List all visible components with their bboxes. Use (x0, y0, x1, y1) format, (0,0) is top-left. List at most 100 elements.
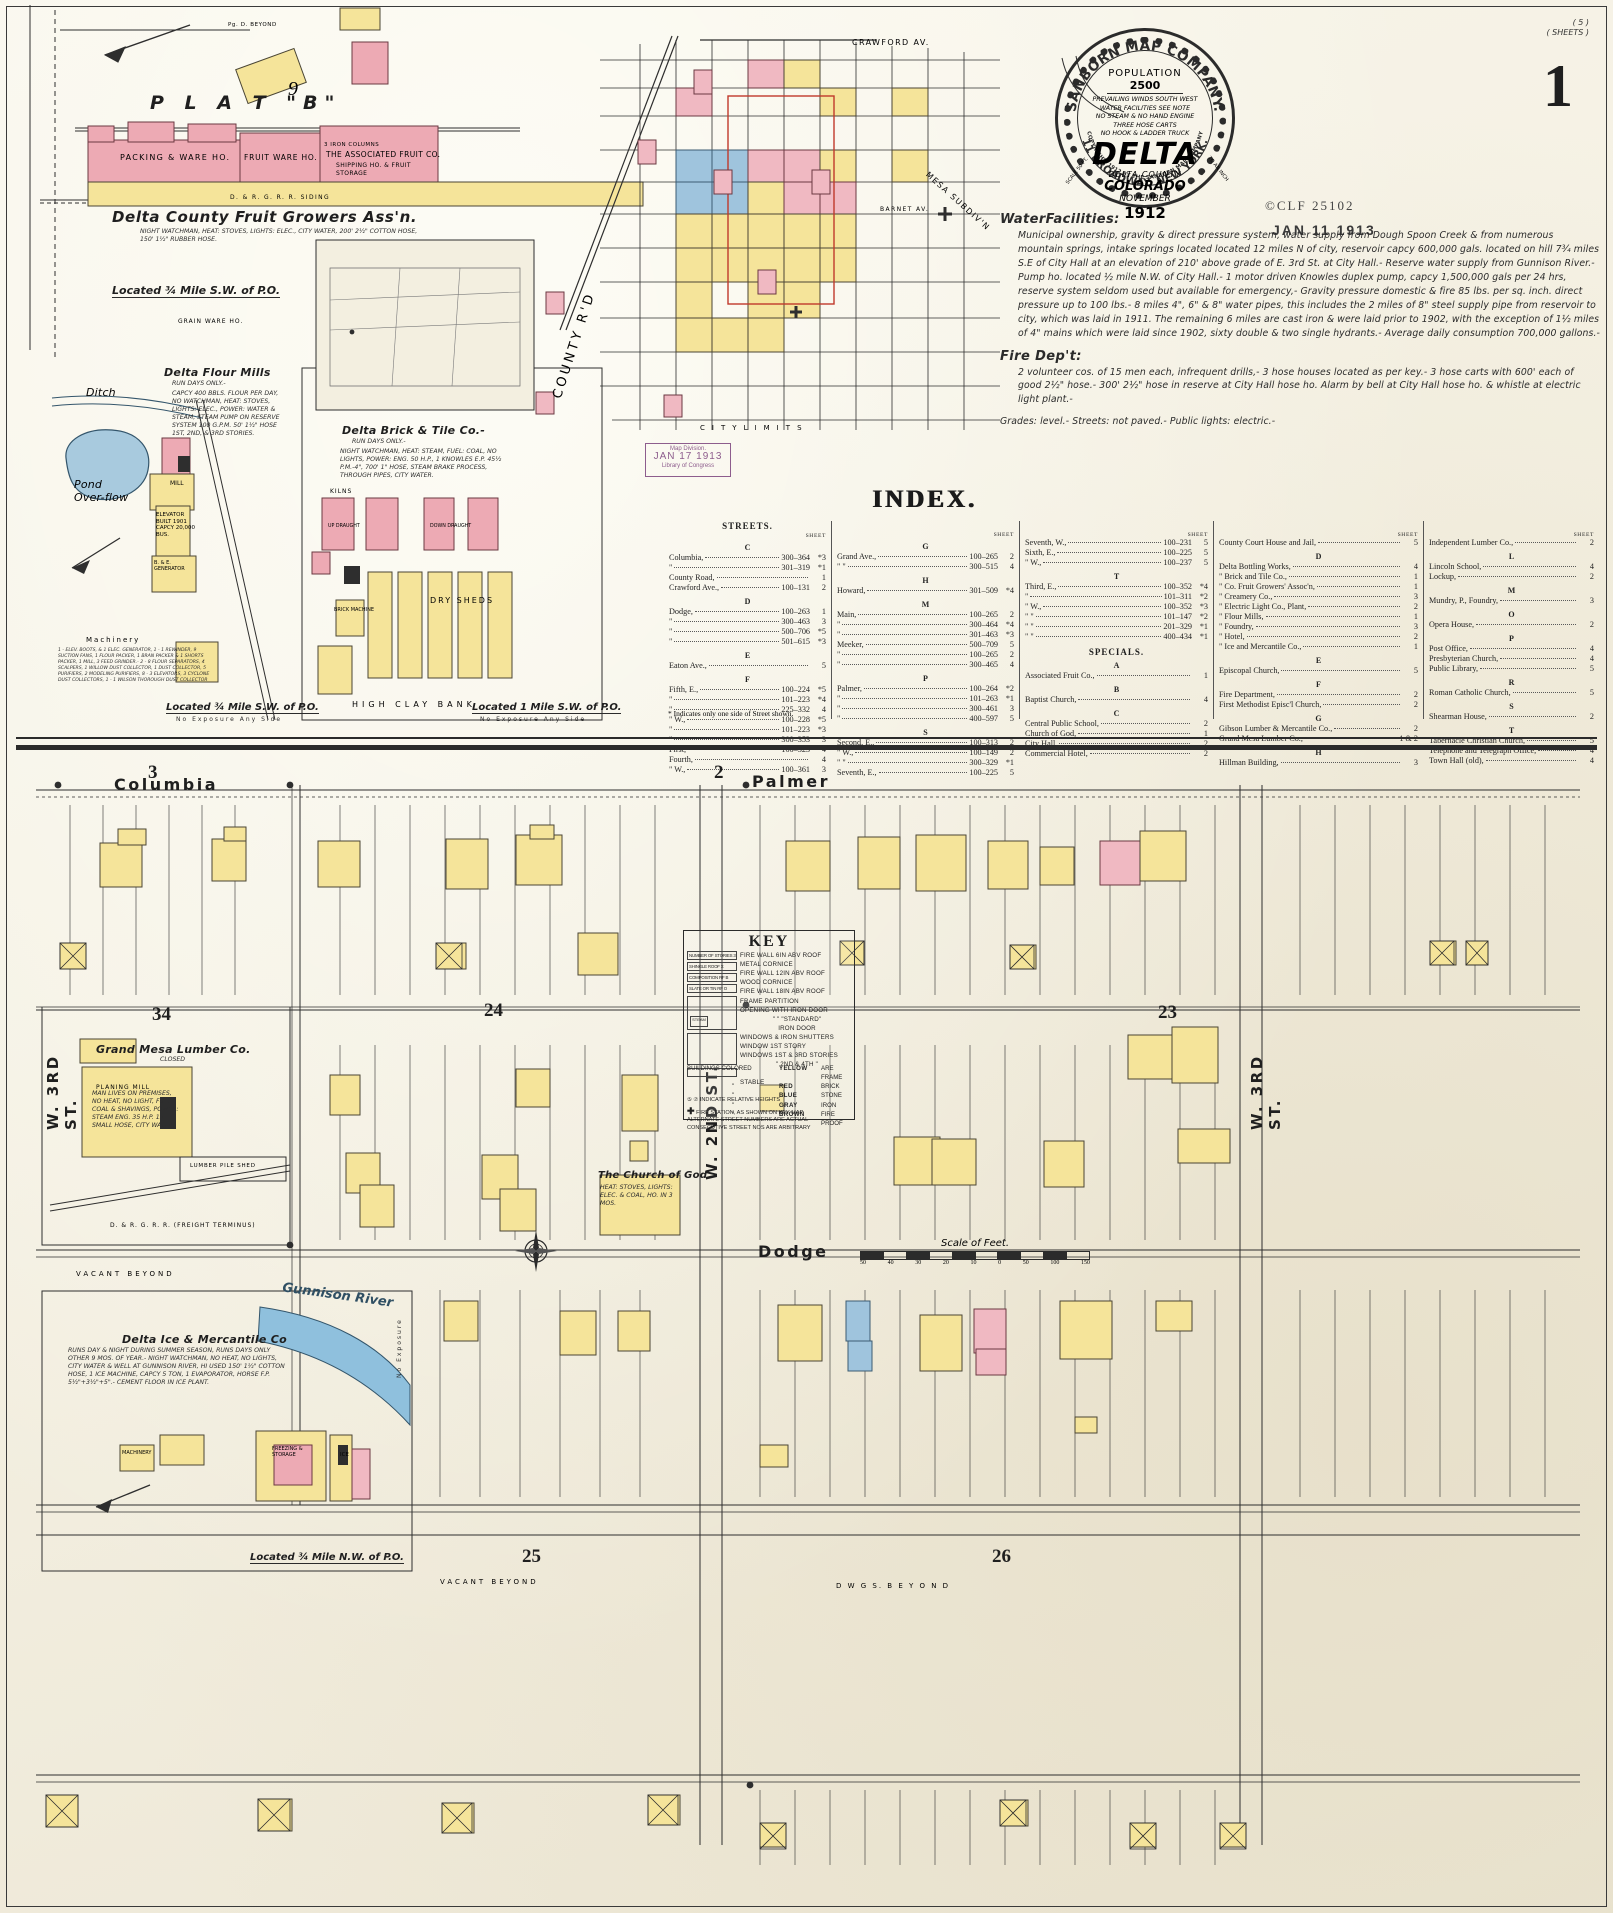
index-entry[interactable]: Lincoln School,4 (1429, 562, 1594, 572)
index-entry-sheet: 4 (1589, 746, 1594, 755)
index-entry[interactable]: " W.,100–228*5 (669, 715, 826, 725)
index-entry[interactable]: " "201–329*1 (1025, 622, 1208, 632)
delta-ice-title: Delta Ice & Mercantile Co (122, 1333, 288, 1346)
index-entry[interactable]: "101–223*4 (669, 695, 826, 705)
index-entry[interactable]: " "400–434*1 (1025, 632, 1208, 642)
index-entry[interactable]: " Co. Fruit Growers' Assoc'n,1 (1219, 582, 1418, 592)
flour-mills-subtitle: RUN DAYS ONLY.- (172, 380, 226, 387)
index-entry[interactable]: Howard,301–509*4 (837, 586, 1014, 596)
index-entry[interactable]: Tabernacle Christian Church,5 (1429, 736, 1594, 746)
index-entry[interactable]: Hillman Building,3 (1219, 758, 1418, 768)
index-entry[interactable]: Town Hall (old),4 (1429, 756, 1594, 766)
index-entry[interactable]: Opera House,2 (1429, 620, 1594, 630)
index-entry[interactable]: "101–311*2 (1025, 592, 1208, 602)
index-entry[interactable]: " W.,100–352*3 (1025, 602, 1208, 612)
index-entry-range: 301–509 (969, 586, 998, 595)
index-entry[interactable]: " Electric Light Co., Plant,2 (1219, 602, 1418, 612)
delta-ice-exposure: No Exposure (396, 1318, 403, 1378)
grand-mesa-lumber-notes: MAN LIVES ON PREMISES, NO HEAT, NO LIGHT… (92, 1090, 179, 1130)
index-entry[interactable]: Post Office,4 (1429, 644, 1594, 654)
index-entry[interactable]: Gibson Lumber & Mercantile Co.,2 (1219, 724, 1418, 734)
index-entry[interactable]: " Brick and Tile Co.,1 (1219, 572, 1418, 582)
index-entry[interactable]: " Ice and Mercantile Co.,1 (1219, 642, 1418, 652)
index-entry-name: Dodge, (669, 607, 693, 616)
index-entry[interactable]: " "101–147*2 (1025, 612, 1208, 622)
index-entry[interactable]: " Creamery Co.,3 (1219, 592, 1418, 602)
index-entry[interactable]: "101–263*1 (837, 694, 1014, 704)
index-entry-sheet: 5 (1413, 538, 1418, 547)
index-entry[interactable]: "501–615*3 (669, 637, 826, 647)
index-entry[interactable]: Fourth,4 (669, 755, 826, 765)
index-entry[interactable]: "101–223*3 (669, 725, 826, 735)
index-entry[interactable]: "500–706*5 (669, 627, 826, 637)
index-entry[interactable]: Telephone and Telegraph Office,4 (1429, 746, 1594, 756)
index-entry[interactable]: Baptist Church,4 (1025, 695, 1208, 705)
index-entry-range: 100–352 (1163, 602, 1192, 611)
index-entry[interactable]: "300–464*4 (837, 620, 1014, 630)
index-entry[interactable]: Mundry, P., Foundry,3 (1429, 596, 1594, 606)
index-entry-sheet: 2 (1413, 632, 1418, 641)
index-entry[interactable]: "301–319*1 (669, 563, 826, 573)
index-entry[interactable]: " Hotel,2 (1219, 632, 1418, 642)
index-entry[interactable]: Central Public School,2 (1025, 719, 1208, 729)
index-entry[interactable]: Public Library,5 (1429, 664, 1594, 674)
index-entry[interactable]: Columbia,300–364*3 (669, 553, 826, 563)
index-entry[interactable]: Commercial Hotel,2 (1025, 749, 1208, 759)
index-entry[interactable]: Lockup,2 (1429, 572, 1594, 582)
index-entry[interactable]: Associated Fruit Co.,1 (1025, 671, 1208, 681)
index-entry-sheet: 1 (821, 607, 826, 616)
index-entry[interactable]: Roman Catholic Church,5 (1429, 688, 1594, 698)
scale-ticks: 50 40 30 20 10 0 50 100 150 (860, 1260, 1090, 1266)
index-entry[interactable]: Delta Bottling Works,4 (1219, 562, 1418, 572)
index-entry[interactable]: Church of God,1 (1025, 729, 1208, 739)
index-entry-sheet: 2 (1203, 749, 1208, 758)
index-entry[interactable]: " "300–329*1 (837, 758, 1014, 768)
delta-ice-notes: RUNS DAY & NIGHT DURING SUMMER SEASON, R… (68, 1347, 285, 1387)
index-entry[interactable]: "301–463*3 (837, 630, 1014, 640)
index-entry-sheet: 5 (1203, 538, 1208, 547)
key-row-7: " " "STANDARD" (772, 1015, 822, 1023)
index-entry[interactable]: Third, E.,100–352*4 (1025, 582, 1208, 592)
block-23: 23 (1158, 1002, 1177, 1023)
index-entry[interactable]: " Flour Mills,1 (1219, 612, 1418, 622)
index-entry[interactable]: Fifth, E.,100–224*5 (669, 685, 826, 695)
index-entry[interactable]: City Hall,2 (1025, 739, 1208, 749)
index-entry[interactable]: Shearman House,2 (1429, 712, 1594, 722)
index-entry-range: 301–319 (781, 563, 810, 572)
index-entry[interactable]: Fire Department,2 (1219, 690, 1418, 700)
index-entry[interactable]: County Court House and Jail,5 (1219, 538, 1418, 548)
index-entry[interactable]: County Road,1 (669, 573, 826, 583)
index-entry[interactable]: " Foundry,3 (1219, 622, 1418, 632)
scale-tick-7: 100 (1050, 1260, 1060, 1266)
key-color-label-1: " (731, 1083, 735, 1091)
key-title: KEY (748, 933, 790, 950)
index-entry[interactable]: Independent Lumber Co.,2 (1429, 538, 1594, 548)
key-row-1: METAL CORNICE (740, 961, 793, 969)
city-limits-label: C I T Y L I M I T S (700, 424, 804, 432)
index-entry[interactable]: Eaton Ave.,5 (669, 661, 826, 671)
index-entry[interactable]: Presbyterian Church,4 (1429, 654, 1594, 664)
index-entry[interactable]: Palmer,100–264*2 (837, 684, 1014, 694)
index-entry[interactable]: First Methodist Episc'l Church,2 (1219, 700, 1418, 710)
index-entry[interactable]: Episcopal Church,5 (1219, 666, 1418, 676)
